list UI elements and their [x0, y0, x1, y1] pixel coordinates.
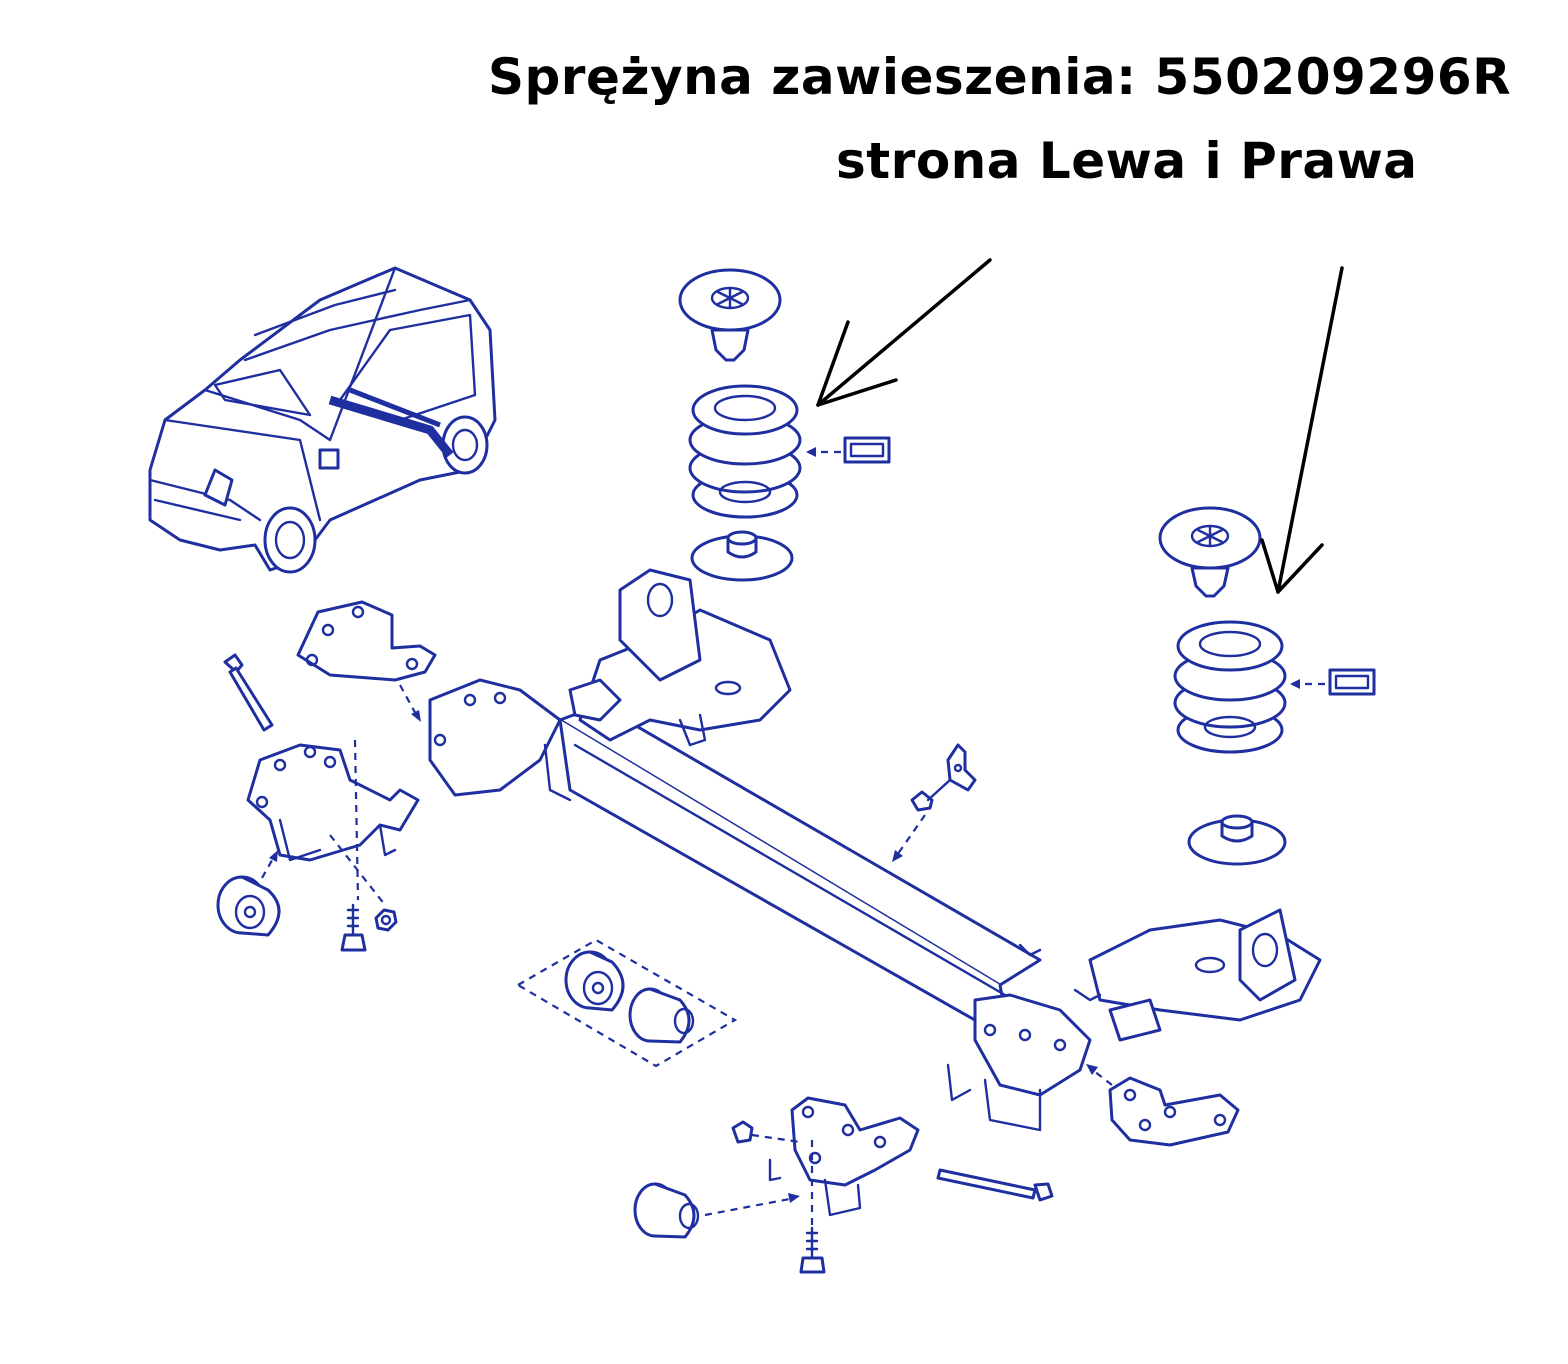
bolt-icon	[799, 1226, 826, 1274]
upper-spring-cup-icon	[678, 268, 782, 362]
coil-spring-icon	[1173, 620, 1287, 754]
title-line-2: strona Lewa i Prawa	[836, 132, 1418, 190]
pointer-arrow-left	[816, 258, 992, 407]
left-bushing-icon	[216, 875, 281, 937]
left-mounting-bracket	[246, 743, 420, 862]
bushing-icon	[628, 987, 695, 1044]
coil-spring-icon	[688, 384, 802, 519]
right-reinforcement-plate	[1108, 1076, 1240, 1147]
axle-beam-icon	[428, 568, 1322, 1132]
bushing-icon	[633, 1182, 700, 1239]
bolt-icon	[340, 903, 367, 952]
left-reinforcement-plate	[296, 600, 437, 682]
bushing-icon	[564, 950, 625, 1012]
nut-icon	[374, 908, 398, 932]
spare-bushings-box	[515, 938, 738, 1068]
nut-icon	[731, 1120, 754, 1144]
right-mounting-bracket	[768, 1096, 920, 1217]
title-line-1: Sprężyna zawieszenia: 550209296R	[488, 48, 1512, 106]
bolt-icon	[910, 778, 952, 812]
long-bolt-icon	[936, 1168, 1054, 1202]
label-tag-icon	[843, 436, 891, 464]
bump-stop-icon	[1187, 814, 1287, 866]
long-bolt-icon	[223, 653, 274, 732]
bracket-icon	[946, 743, 977, 792]
bump-stop-icon	[690, 530, 794, 582]
right-spring-assembly	[1158, 506, 1376, 866]
pointer-arrow-right	[1260, 266, 1344, 594]
label-tag-icon	[1328, 668, 1376, 696]
upper-spring-cup-icon	[1158, 506, 1262, 598]
van-icon	[148, 266, 497, 574]
left-spring-assembly	[678, 268, 891, 582]
